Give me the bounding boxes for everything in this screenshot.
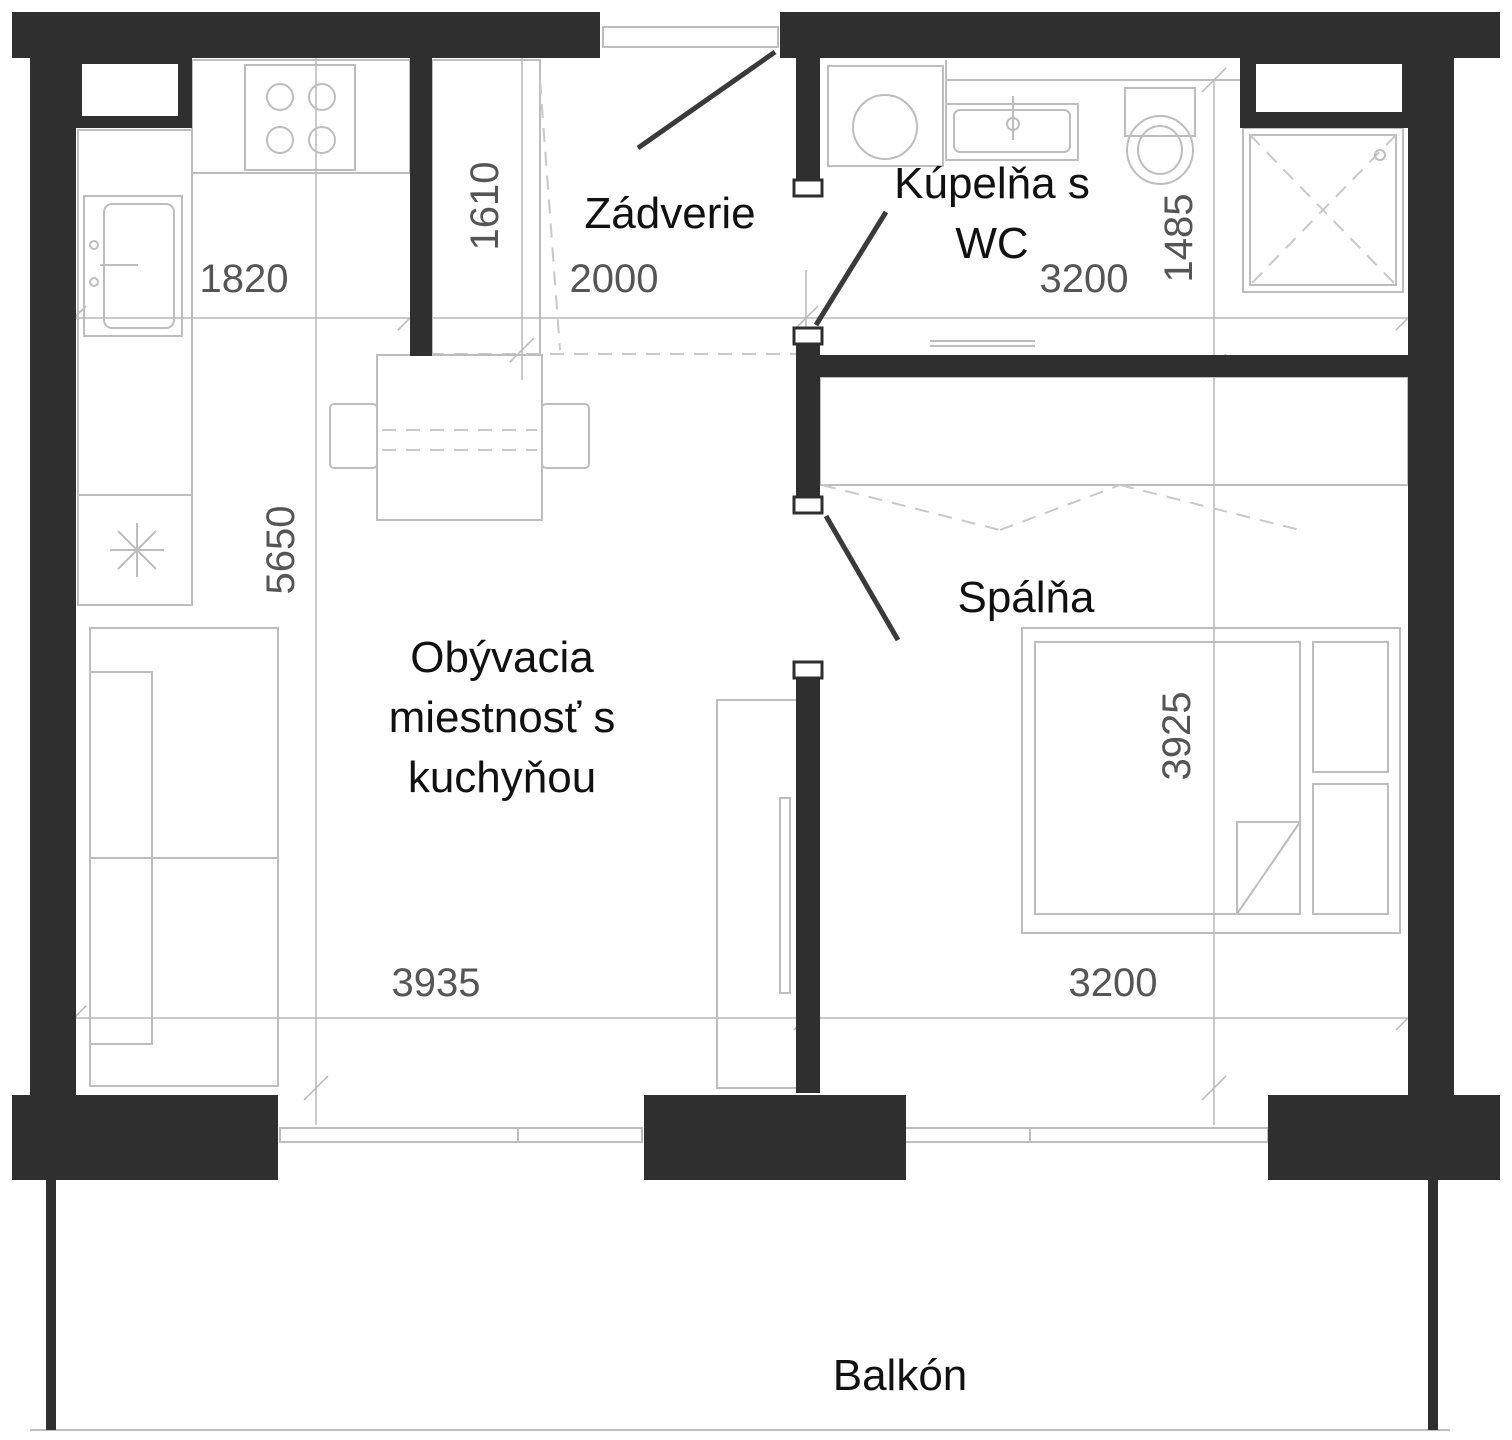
room-label-kupelna-line1: Kúpelňa s	[894, 159, 1090, 208]
room-label-balkon: Balkón	[833, 1351, 968, 1400]
dim-bedroom-depth: 3925	[1155, 692, 1199, 781]
dim-hall-depth: 1610	[463, 162, 507, 251]
dim-kitchen-width: 1820	[200, 257, 289, 301]
room-label-obyvacia-line2: miestnosť s	[389, 693, 616, 742]
room-label-obyvacia-line1: Obývacia	[410, 633, 594, 682]
door-jambs	[792, 178, 824, 680]
room-label-zadverie: Zádverie	[584, 189, 755, 238]
dim-bath-depth: 1485	[1157, 194, 1201, 283]
room-label-kupelna-line2: WC	[955, 219, 1028, 268]
dim-living-width: 3935	[392, 961, 481, 1005]
dim-bedroom-width: 3200	[1069, 961, 1158, 1005]
room-label-spalna: Spálňa	[957, 573, 1095, 622]
walls	[12, 12, 1500, 1430]
doors	[636, 49, 901, 642]
dim-hall-width: 2000	[570, 257, 659, 301]
room-label-obyvacia-line3: kuchyňou	[408, 753, 596, 802]
dim-bath-width: 3200	[1040, 257, 1129, 301]
dim-living-depth: 5650	[259, 506, 303, 595]
